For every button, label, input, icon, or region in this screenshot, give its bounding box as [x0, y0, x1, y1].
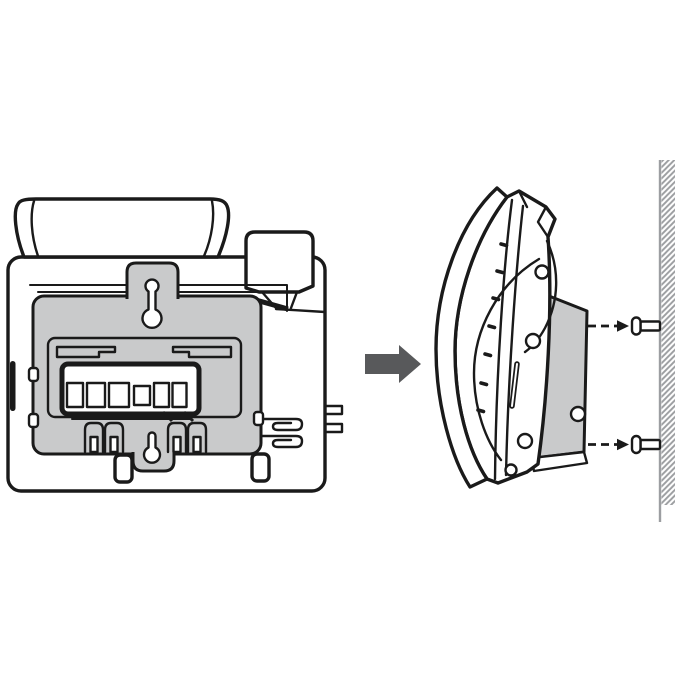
cable-exit-hooks — [323, 404, 344, 434]
cable-clip — [83, 421, 105, 454]
bracket-screw-hole — [569, 405, 587, 423]
phone-port — [171, 381, 188, 409]
phone-foot — [113, 453, 134, 484]
dashed-arrowhead-bottom — [617, 438, 629, 451]
port-latch-marks — [161, 410, 195, 423]
bracket-notch-right — [252, 410, 265, 427]
phone-foot — [250, 452, 271, 483]
cable-clip-slot — [192, 435, 202, 454]
panel-seam-2 — [504, 204, 525, 477]
bracket-slot-right — [171, 345, 233, 359]
panel-seam-1 — [493, 198, 514, 481]
cable-clip — [166, 421, 188, 454]
cable-clip-slot — [89, 435, 99, 454]
keyhole-slot-bottom — [142, 431, 162, 464]
bracket-slot-left — [55, 345, 117, 359]
handset-cradle — [13, 197, 231, 259]
handset-side — [434, 186, 509, 489]
bracket-notch-left-1 — [27, 366, 40, 383]
recess-outline-outer — [29, 284, 288, 312]
stand-corner-tab — [244, 230, 315, 294]
screw-head — [630, 434, 642, 455]
screw-shank — [639, 320, 662, 332]
cable-clip-slot — [109, 435, 119, 454]
side-key-ticks — [476, 242, 509, 414]
top-corner-seam — [517, 189, 529, 209]
cable-clip — [103, 421, 125, 454]
handset-hook-tab — [536, 205, 550, 239]
phone-port — [65, 381, 85, 409]
handset-curve-left — [30, 199, 40, 258]
cable-clip-slot — [172, 435, 182, 454]
phone-port — [152, 381, 171, 409]
wall-section — [658, 160, 675, 522]
mount-hole — [516, 432, 534, 450]
screw-icon-top — [630, 316, 662, 336]
handset-curve-right — [202, 199, 215, 258]
dashed-arrowhead-top — [617, 320, 629, 332]
cradle-arc — [472, 257, 541, 462]
phone-port — [132, 384, 152, 407]
side-speaker-slot — [10, 361, 16, 411]
wall-mount-bracket — [27, 261, 265, 473]
screw-icon-bottom — [630, 434, 662, 455]
routed-cables — [259, 404, 344, 449]
bracket-notch-left-2 — [27, 412, 40, 429]
stand-seam-right — [289, 290, 299, 310]
mount-hole — [524, 332, 542, 350]
screw-top-group — [588, 316, 662, 336]
phone-port — [85, 381, 107, 409]
cable-hook-2 — [259, 434, 304, 449]
cable-clips — [83, 421, 208, 454]
keyhole-slot-top — [141, 278, 163, 329]
phone-port — [107, 381, 131, 409]
screw-head — [630, 316, 642, 336]
screw-bottom-group — [588, 434, 662, 455]
cable-hook-1 — [259, 417, 304, 432]
ports-panel — [59, 361, 202, 417]
screw-shank — [639, 438, 662, 451]
phone-rear-view — [6, 197, 344, 493]
mount-hole — [504, 463, 518, 477]
back-slot-inner — [511, 363, 518, 407]
wall-surface-line — [658, 160, 662, 522]
mount-hole — [534, 264, 550, 280]
wall-hatching — [661, 160, 675, 505]
step-arrow-icon — [365, 345, 421, 383]
cable-clip — [186, 421, 208, 454]
phone-side-view — [434, 186, 589, 489]
